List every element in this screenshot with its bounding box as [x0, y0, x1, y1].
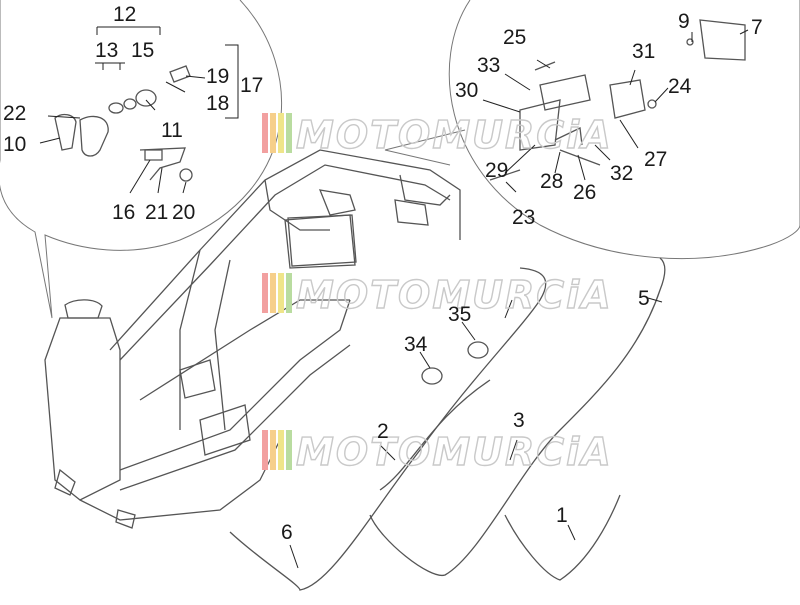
- callout-20: 20: [172, 201, 195, 224]
- callout-19: 19: [206, 65, 229, 88]
- hose-clamp-34: [421, 367, 443, 385]
- watermark-stripe: [270, 113, 276, 153]
- callout-28: 28: [540, 170, 563, 193]
- watermark-middle: MOTOMURCiA: [262, 272, 613, 318]
- watermark-text: MOTOMURCiA: [296, 273, 613, 317]
- watermark-text: MOTOMURCiA: [296, 430, 613, 474]
- watermark-stripe: [286, 113, 292, 153]
- callout-34: 34: [404, 333, 428, 356]
- callout-2: 2: [377, 420, 389, 443]
- callout-26: 26: [573, 181, 596, 204]
- watermark-stripe: [286, 273, 292, 313]
- callout-35: 35: [448, 303, 471, 326]
- callout-23: 23: [512, 206, 535, 229]
- callout-3: 3: [513, 409, 525, 432]
- callout-31: 31: [632, 40, 655, 63]
- callout-10: 10: [3, 133, 26, 156]
- callout-29: 29: [485, 159, 508, 182]
- callout-24: 24: [668, 75, 692, 98]
- watermark-stripe: [262, 430, 268, 470]
- release-cables: [229, 257, 666, 591]
- watermark-text: MOTOMURCiA: [296, 113, 613, 157]
- watermark-stripe: [270, 430, 276, 470]
- watermark-top: MOTOMURCiA: [262, 112, 613, 158]
- callout-25: 25: [503, 26, 526, 49]
- watermark-stripe: [278, 273, 284, 313]
- watermark-bottom: MOTOMURCiA: [262, 429, 613, 475]
- detail-bubble-left: [0, 0, 283, 319]
- ignition-lock-parts: [54, 65, 193, 182]
- callout-21: 21: [145, 201, 168, 224]
- callout-17: 17: [240, 74, 263, 97]
- hose-clamp-35: [467, 341, 489, 359]
- watermark-stripe: [278, 113, 284, 153]
- grouping-brackets: [95, 26, 239, 119]
- callout-16: 16: [112, 201, 135, 224]
- callout-15: 15: [131, 39, 154, 62]
- detail-bubble-right-pointer: [384, 129, 466, 166]
- callout-22: 22: [3, 102, 26, 125]
- callout-6: 6: [281, 521, 293, 544]
- callout-7: 7: [751, 16, 763, 39]
- watermark-stripe: [262, 113, 268, 153]
- scooter-frame: [44, 149, 461, 529]
- callout-13: 13: [95, 39, 118, 62]
- watermark-stripe: [278, 430, 284, 470]
- callout-33: 33: [477, 54, 500, 77]
- callout-32: 32: [610, 162, 633, 185]
- seat-lock-plate: [287, 214, 357, 267]
- callout-18: 18: [206, 92, 229, 115]
- callout-9: 9: [678, 10, 690, 33]
- watermark-stripe: [270, 273, 276, 313]
- seat-lock-parts: [489, 19, 746, 181]
- callout-5: 5: [638, 287, 650, 310]
- watermark-stripe: [262, 273, 268, 313]
- callout-30: 30: [455, 79, 478, 102]
- callout-1: 1: [556, 504, 568, 527]
- callout-labels: 12 13 15 19 17 18 22 10 11 16 21 20 25 9…: [3, 3, 763, 544]
- detail-bubble-right: [448, 0, 800, 260]
- leader-lines: [39, 29, 749, 569]
- watermark-stripe: [286, 430, 292, 470]
- callout-27: 27: [644, 148, 667, 171]
- callout-12: 12: [113, 3, 136, 26]
- callout-11: 11: [161, 119, 183, 142]
